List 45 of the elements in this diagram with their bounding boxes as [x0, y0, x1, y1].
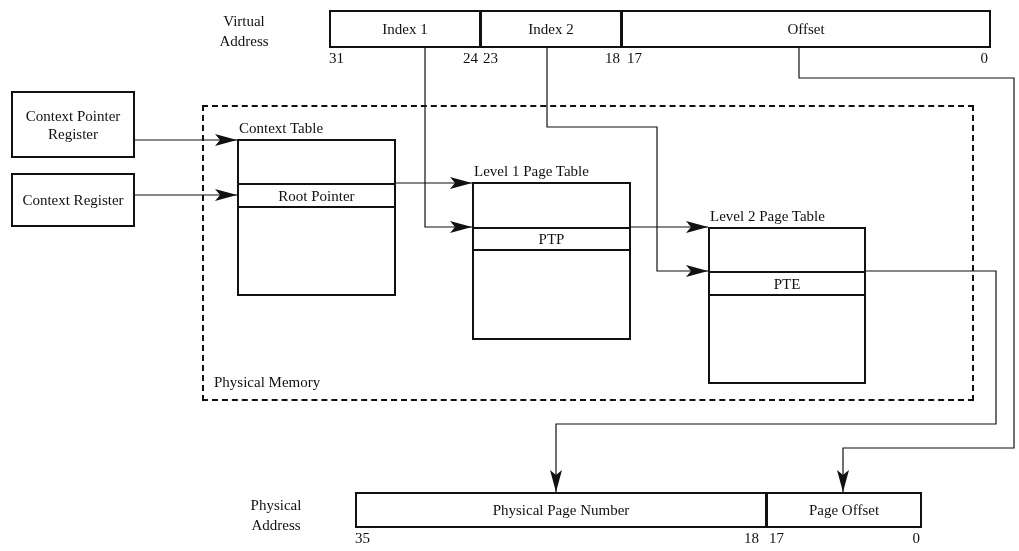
field-label: Page Offset — [808, 501, 880, 519]
memory-region — [202, 105, 974, 401]
bit-field-box — [329, 10, 481, 48]
table-entry-row — [237, 183, 396, 208]
field-label: Index 2 — [528, 20, 574, 38]
arrow — [550, 270, 997, 493]
region-label: Physical Memory — [214, 373, 321, 391]
bit-field-box — [621, 10, 991, 48]
table-title: Context Table — [239, 119, 324, 137]
field-label: Context Register — [22, 191, 124, 209]
table-title: Level 1 Page Table — [474, 162, 589, 180]
bit-number: 17 — [627, 50, 643, 67]
arrow — [134, 189, 238, 201]
bit-number: 18 — [743, 530, 759, 547]
bit-number: 35 — [355, 530, 371, 547]
arrow — [798, 47, 1015, 493]
bit-number: 23 — [483, 50, 499, 67]
field-label: Offset — [787, 20, 825, 38]
field-label: Root Pointer — [278, 186, 355, 205]
field-label: Index 1 — [382, 20, 428, 38]
arrow — [546, 47, 709, 277]
arrow — [630, 221, 709, 233]
register-box — [11, 173, 135, 227]
bit-number: 17 — [769, 530, 785, 547]
bit-field-box — [766, 492, 922, 528]
address-label: Virtual Address — [218, 12, 270, 51]
bit-number: 0 — [911, 530, 920, 547]
table-entry-row — [472, 227, 631, 251]
bit-number: 18 — [604, 50, 620, 67]
address-label: Physical Address — [249, 496, 303, 535]
field-label: Context Pointer Register — [24, 106, 122, 143]
field-label: PTP — [538, 230, 565, 248]
bit-number: 31 — [329, 50, 345, 67]
arrow — [424, 47, 473, 233]
table-entry-row — [708, 271, 866, 296]
bit-field-box — [480, 10, 622, 48]
arrow — [395, 177, 473, 189]
bit-number: 24 — [462, 50, 478, 67]
field-label: PTE — [773, 274, 801, 293]
bit-number: 0 — [979, 50, 988, 67]
bit-field-box — [355, 492, 767, 528]
table-title: Level 2 Page Table — [710, 207, 825, 225]
field-label: Physical Page Number — [492, 501, 630, 519]
arrow — [134, 134, 238, 146]
register-box — [11, 91, 135, 158]
